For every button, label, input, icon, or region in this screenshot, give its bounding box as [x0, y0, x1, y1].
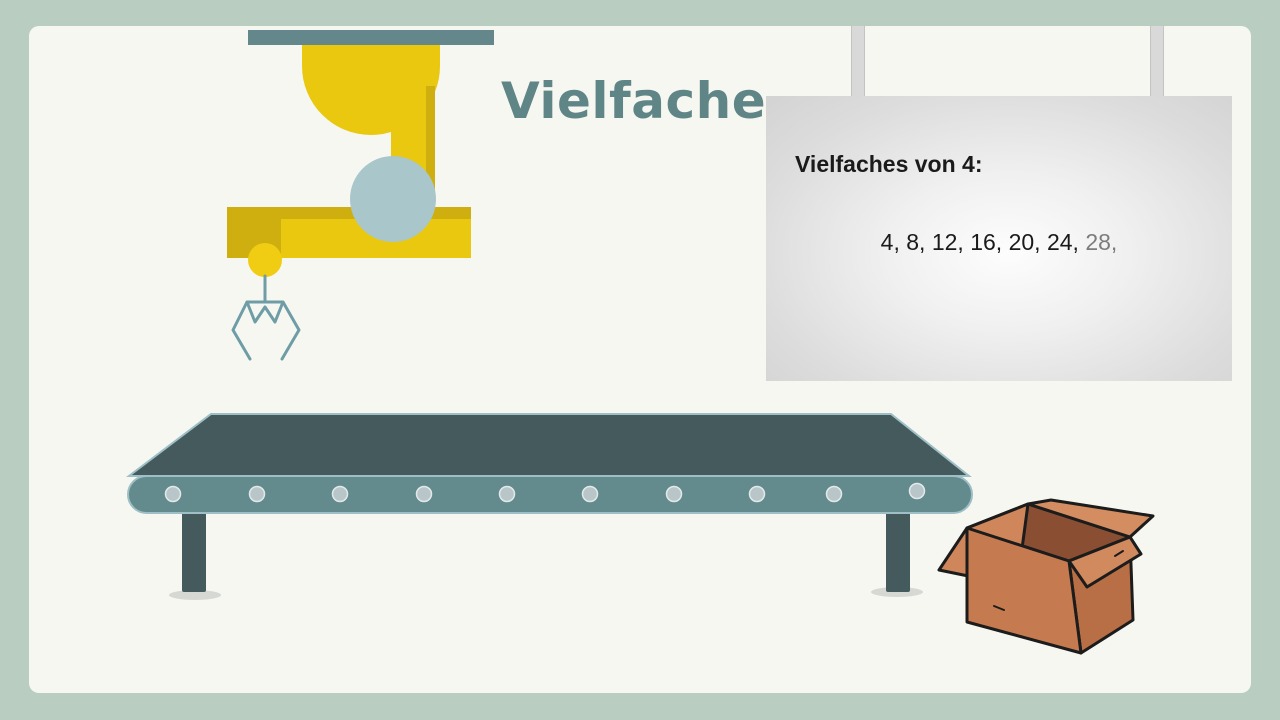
- arm-elbow-joint: [350, 156, 436, 242]
- robot-arm-icon: [227, 30, 494, 277]
- conveyor-rollers: [164, 482, 926, 503]
- illustration: [126, 30, 1155, 655]
- page-title: Vielfache: [501, 72, 767, 130]
- multiple-item: 4,: [880, 229, 900, 255]
- conveyor-belt-icon: [126, 413, 973, 514]
- board-hanger-right: [1150, 26, 1164, 98]
- slide-canvas: Vielfache Vielfaches von 4: 4, 8, 12, 16…: [29, 26, 1251, 693]
- board-heading: Vielfaches von 4:: [795, 151, 983, 177]
- arm-wrist-joint: [248, 243, 282, 277]
- multiple-item: 8,: [906, 229, 926, 255]
- multiples-sequence: 4, 8, 12, 16, 20, 24, 28,: [766, 229, 1232, 256]
- multiple-item: 16,: [970, 229, 1003, 255]
- multiple-item: 12,: [931, 229, 964, 255]
- conveyor-legs: [169, 508, 923, 600]
- multiple-item: 20,: [1008, 229, 1041, 255]
- gripper-claw-icon: [231, 274, 301, 361]
- multiple-item: 28,: [1085, 229, 1118, 255]
- multiple-item: 24,: [1046, 229, 1079, 255]
- cardboard-box-icon: [937, 498, 1155, 655]
- multiples-board: Vielfaches von 4: 4, 8, 12, 16, 20, 24, …: [766, 96, 1232, 381]
- board-hanger-left: [851, 26, 865, 98]
- arm-upper-shade: [426, 86, 435, 196]
- arm-ceiling-mount: [248, 30, 494, 45]
